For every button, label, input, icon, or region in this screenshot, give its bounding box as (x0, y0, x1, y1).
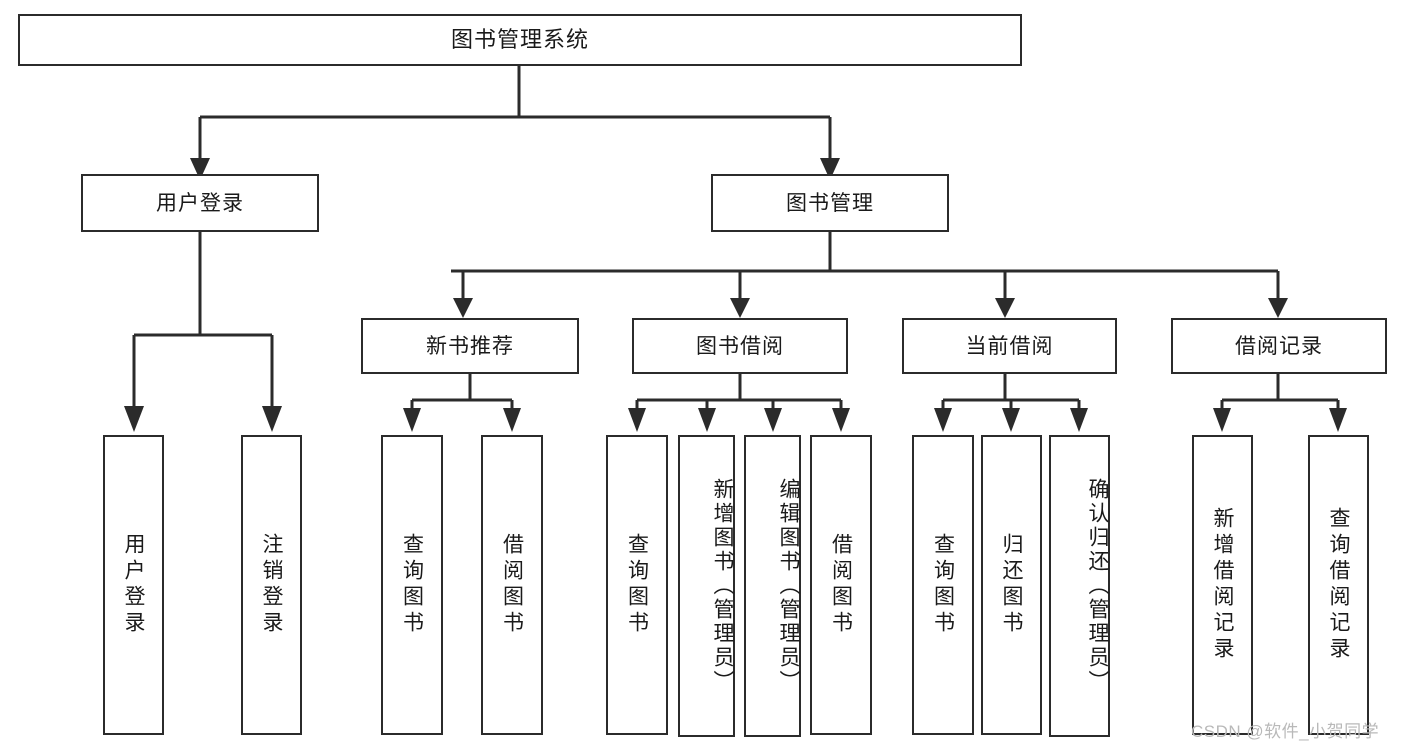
node-leaf-borrow-book-2[interactable]: 借阅图书 (810, 435, 872, 735)
arrow-leaf-5 (628, 408, 646, 432)
node-book-manage[interactable]: 图书管理 (711, 174, 949, 232)
arrow-borrow-record (1268, 298, 1288, 318)
node-book-borrow[interactable]: 图书借阅 (632, 318, 848, 374)
arrow-book-manage (820, 158, 840, 180)
arrow-leaf-1 (124, 406, 144, 432)
node-root-title-label: 图书管理系统 (450, 27, 589, 52)
node-leaf-query-book-1-label: 查询图书 (400, 533, 424, 637)
node-leaf-user-login[interactable]: 用户登录 (103, 435, 164, 735)
node-leaf-query-record[interactable]: 查询借阅记录 (1308, 435, 1369, 735)
arrow-leaf-8 (832, 408, 850, 432)
arrow-leaf-10 (1002, 408, 1020, 432)
arrow-current-borrow (995, 298, 1015, 318)
node-book-borrow-label: 图书借阅 (696, 334, 784, 358)
node-leaf-logout[interactable]: 注销登录 (241, 435, 302, 735)
node-leaf-return-book[interactable]: 归还图书 (981, 435, 1042, 735)
node-new-book-rec[interactable]: 新书推荐 (361, 318, 579, 374)
node-leaf-add-record-label: 新增借阅记录 (1211, 507, 1234, 663)
node-leaf-add-book[interactable]: 新增图书（管理员） (678, 435, 735, 737)
arrow-leaf-11 (1070, 408, 1088, 432)
node-leaf-query-book-1[interactable]: 查询图书 (381, 435, 443, 735)
arrow-user-login (190, 158, 210, 180)
node-leaf-borrow-book-1[interactable]: 借阅图书 (481, 435, 543, 735)
arrow-leaf-6 (698, 408, 716, 432)
node-user-login[interactable]: 用户登录 (81, 174, 319, 232)
node-current-borrow-label: 当前借阅 (965, 334, 1054, 358)
node-book-manage-label: 图书管理 (786, 191, 874, 215)
node-leaf-query-record-label: 查询借阅记录 (1327, 507, 1350, 663)
arrow-leaf-3 (403, 408, 421, 432)
node-leaf-edit-book[interactable]: 编辑图书（管理员） (744, 435, 801, 737)
arrow-leaf-7 (764, 408, 782, 432)
node-leaf-query-book-2-label: 查询图书 (625, 533, 649, 637)
node-leaf-query-book-3-label: 查询图书 (931, 533, 955, 637)
node-leaf-return-book-label: 归还图书 (1000, 533, 1023, 637)
node-leaf-confirm-return-label: 确认归还（管理员） (1086, 478, 1109, 694)
node-borrow-record-label: 借阅记录 (1235, 334, 1323, 358)
node-leaf-edit-book-label: 编辑图书（管理员） (777, 478, 800, 694)
node-leaf-add-record[interactable]: 新增借阅记录 (1192, 435, 1253, 735)
node-leaf-confirm-return[interactable]: 确认归还（管理员） (1049, 435, 1110, 737)
node-leaf-add-book-label: 新增图书（管理员） (711, 478, 734, 694)
node-leaf-query-book-2[interactable]: 查询图书 (606, 435, 668, 735)
csdn-watermark: CSDN @软件_小贺同学 (1191, 722, 1380, 741)
node-current-borrow[interactable]: 当前借阅 (902, 318, 1117, 374)
node-leaf-logout-label: 注销登录 (260, 533, 283, 637)
arrow-new-book-rec (453, 298, 473, 318)
node-leaf-borrow-book-1-label: 借阅图书 (500, 533, 524, 637)
arrow-leaf-9 (934, 408, 952, 432)
arrow-leaf-12 (1213, 408, 1231, 432)
arrowheads (124, 158, 1347, 432)
node-new-book-rec-label: 新书推荐 (426, 334, 514, 358)
node-leaf-borrow-book-2-label: 借阅图书 (829, 533, 853, 637)
node-root-title[interactable]: 图书管理系统 (18, 14, 1022, 66)
arrow-leaf-13 (1329, 408, 1347, 432)
node-borrow-record[interactable]: 借阅记录 (1171, 318, 1387, 374)
node-leaf-query-book-3[interactable]: 查询图书 (912, 435, 974, 735)
arrow-leaf-4 (503, 408, 521, 432)
node-user-login-label: 用户登录 (156, 191, 244, 215)
node-leaf-user-login-label: 用户登录 (122, 533, 145, 637)
arrow-book-borrow (730, 298, 750, 318)
arrow-leaf-2 (262, 406, 282, 432)
